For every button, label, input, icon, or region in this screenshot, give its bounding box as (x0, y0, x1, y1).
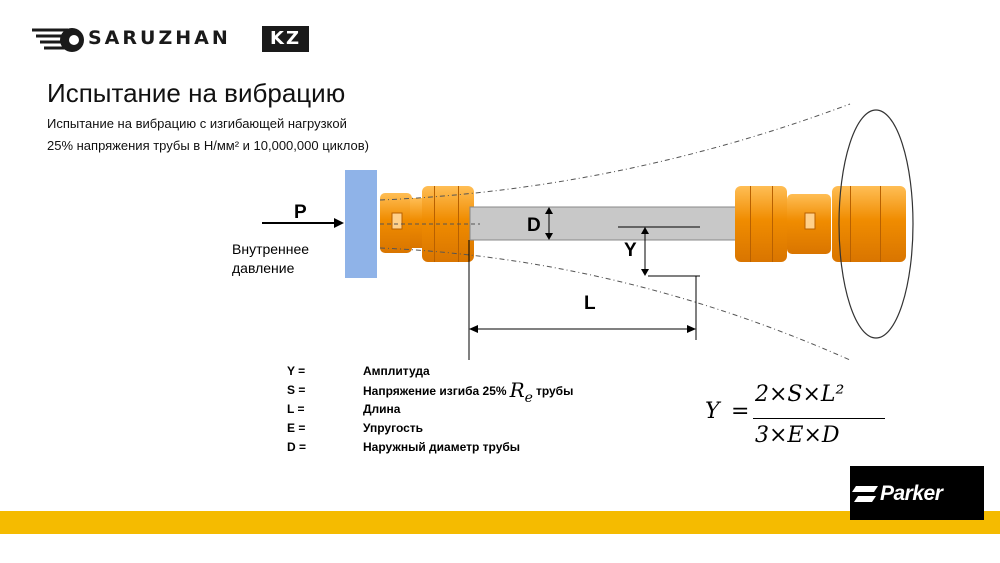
force-label: P (294, 202, 307, 223)
subtitle-line-1: Испытание на вибрацию с изгибающей нагру… (47, 116, 347, 131)
logo-suffix: KZ (262, 26, 309, 52)
vibration-ellipse (838, 109, 914, 339)
legend-description: Наружный диаметр трубы (363, 440, 521, 454)
saruzhan-logo (28, 20, 328, 60)
formula-lhs: Y (705, 399, 720, 424)
legend-description-post: трубы (535, 384, 574, 398)
legend-symbol: L = (287, 402, 305, 416)
subtitle-line-2: 25% напряжения трубы в Н/мм² и 10,000,00… (47, 138, 369, 153)
logo-emblem-icon (32, 28, 84, 52)
right-fitting (735, 186, 906, 262)
formula-numerator: 2×S×L² (755, 382, 845, 407)
parker-flag-icon (852, 486, 878, 502)
legend-symbol: D = (287, 440, 307, 454)
left-fitting (380, 186, 474, 262)
legend-description-pre: Напряжение изгиба 25% (363, 384, 507, 398)
envelope-lower (379, 247, 851, 361)
page-title: Испытание на вибрацию (47, 78, 346, 108)
internal-pressure-line-2: давление (232, 260, 295, 276)
legend-symbol: Y = (287, 364, 306, 378)
formula-fraction-bar (753, 418, 885, 419)
legend-description: Длина (363, 402, 401, 416)
re-symbol: Re (509, 378, 533, 406)
legend-symbol: S = (287, 383, 306, 397)
mounting-wall (345, 170, 377, 278)
length-dimension (468, 240, 697, 360)
legend-symbol: E = (287, 421, 306, 435)
formula-denominator: 3×E×D (755, 423, 840, 448)
envelope-upper (379, 103, 851, 201)
legend-description: Амплитуда (363, 364, 430, 378)
tube (469, 206, 739, 241)
diameter-dimension (545, 207, 553, 240)
diameter-label: D (527, 215, 541, 236)
logo-text: SARUZHAN (88, 27, 231, 49)
internal-pressure-line-1: Внутреннее (232, 241, 310, 257)
force-arrow-icon (262, 218, 344, 228)
legend-description: Упругость (363, 421, 424, 435)
length-label: L (584, 293, 596, 314)
formula-equals: = (731, 399, 750, 424)
parker-brand-text: Parker (880, 482, 943, 505)
footer-bar (0, 511, 1000, 534)
internal-pressure-label: Внутреннее давление (232, 240, 352, 278)
amplitude-dimension (618, 226, 700, 277)
amplitude-label: Y (624, 240, 637, 261)
parker-logo (850, 466, 984, 520)
